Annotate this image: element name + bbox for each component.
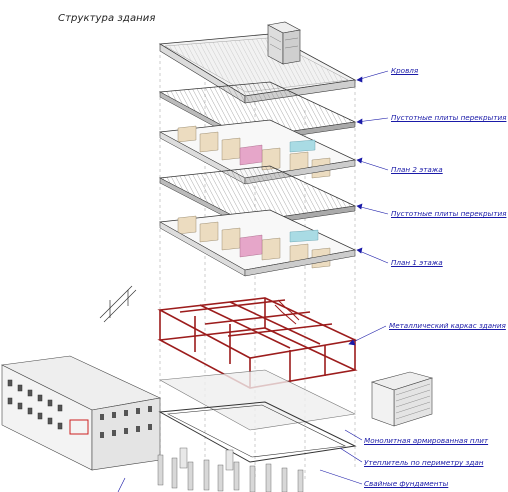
label-floor-plan-2: План 2 этажа <box>391 165 443 174</box>
end-facade <box>370 371 434 427</box>
label-monolithic-slab: Монолитная армированная плит <box>364 436 489 445</box>
pile-foundations <box>157 447 304 492</box>
label-perimeter-insulation: Утеплитель по периметру здан <box>364 458 484 467</box>
steel-frame <box>157 297 358 389</box>
monolithic-slab <box>159 369 356 431</box>
label-steel-frame: Металлический каркас здания <box>389 321 506 330</box>
label-hollow-slabs-upper: Пустотные плиты перекрытия <box>391 113 507 122</box>
label-pile-foundations: Свайные фундаменты <box>364 479 449 488</box>
label-roof: Кровля <box>391 66 419 75</box>
perimeter-insulation <box>158 401 357 463</box>
floor-plan-2 <box>158 119 357 185</box>
floor-plan-1 <box>158 209 357 277</box>
diagram-title: Структура здания <box>58 13 156 24</box>
side-facade <box>0 355 161 471</box>
label-floor-plan-1: План 1 этажа <box>391 258 443 267</box>
leader-lines <box>117 70 389 492</box>
external-stair <box>99 285 137 323</box>
label-hollow-slabs-lower: Пустотные плиты перекрытия <box>391 209 507 218</box>
frame-stair <box>274 299 300 325</box>
